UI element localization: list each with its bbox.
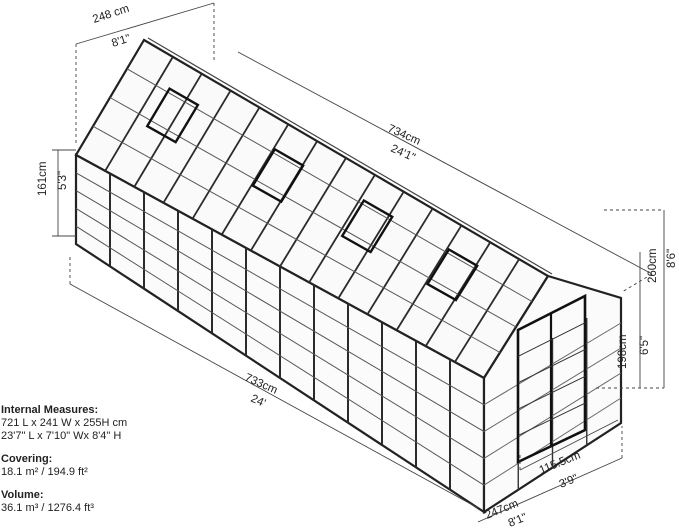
roof-vent [425, 247, 479, 302]
internal-measures-title: Internal Measures: [1, 404, 99, 416]
front-rail [483, 322, 622, 406]
base-length-cm-label: 733cm [243, 372, 279, 397]
dim-base-width [477, 457, 623, 523]
front-rail [483, 347, 622, 433]
roof-width-cm-label: 248 cm [91, 3, 131, 26]
roof-purlin [109, 97, 517, 328]
roof-purlin [126, 68, 533, 302]
roof-vent [340, 198, 394, 254]
door-rail [517, 402, 586, 437]
front-rail [483, 372, 622, 459]
roof-width-ft-label: 8'1" [110, 33, 132, 50]
wall-rail [75, 190, 485, 433]
volume-value: 36.1 m³ / 1276.4 ft³ [1, 502, 94, 514]
door-width-ft-label: 3'9" [558, 473, 580, 491]
door-rail [517, 349, 586, 384]
roof-vent [251, 147, 305, 204]
door-height-cm-label: 198cm [617, 334, 629, 369]
eave-height-cm-label: 161cm [37, 161, 49, 196]
base-width-ft-label: 8'1" [507, 512, 529, 529]
roof-length-cm-label: 734cm [386, 123, 422, 148]
internal-measures-imperial: 23'7" L x 7'10" Wx 8'4" H [1, 430, 122, 442]
roof-purlin [92, 125, 501, 353]
door-rail [517, 375, 586, 410]
dimension-lines [52, 2, 665, 523]
dim-roof-width [75, 2, 215, 45]
covering-title: Covering: [1, 453, 53, 465]
ridge-height-ft-label: 8'6" [666, 249, 678, 268]
front-rail [483, 397, 622, 486]
door-frame [516, 293, 587, 465]
dim-door-width [519, 419, 619, 471]
volume-title: Volume: [1, 489, 44, 501]
eave-height-ft-label: 5'3" [57, 171, 69, 190]
door-height-ft-label: 6'5" [639, 336, 651, 355]
internal-measures-metric: 721 L x 241 W x 255H cm [1, 417, 128, 429]
wall-rail [75, 207, 485, 459]
base-length-ft-label: 24' [249, 393, 268, 410]
wall-rail [75, 172, 485, 406]
specs-panel: Internal Measures: 721 L x 241 W x 255H … [1, 404, 231, 515]
roof-vent [145, 86, 200, 144]
ridge-cap [147, 37, 553, 275]
dim-roof-length [237, 51, 653, 275]
dim-base-length [69, 283, 479, 509]
door-rail [517, 322, 586, 357]
greenhouse-structure [74, 37, 623, 515]
covering-value: 18.1 m² / 194.9 ft² [1, 466, 88, 478]
wall-rail [75, 225, 485, 486]
ridge-height-cm-label: 260cm [647, 248, 659, 283]
